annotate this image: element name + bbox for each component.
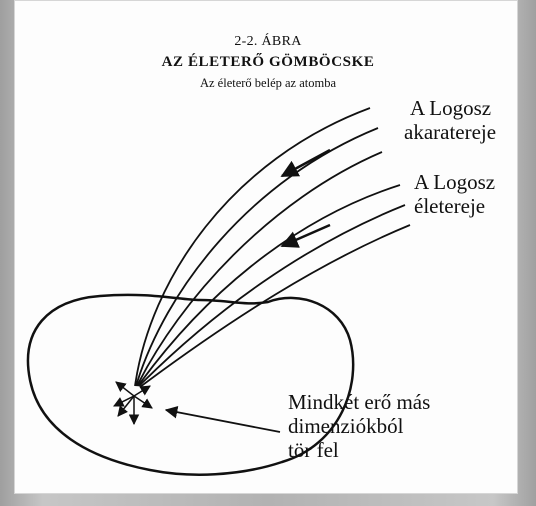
life-stream-label-line-1: A Logosz bbox=[414, 170, 496, 194]
center-pointer-arrow bbox=[164, 405, 281, 433]
center-note-line-2: dimenziókból bbox=[288, 414, 404, 438]
entry-burst bbox=[113, 381, 153, 426]
figure-number: 2-2. ÁBRA bbox=[234, 34, 302, 49]
page-paper bbox=[14, 0, 518, 494]
will-stream-line-1 bbox=[134, 107, 371, 387]
center-note-line-1: Mindkét erő más bbox=[288, 390, 431, 414]
atom-outline bbox=[26, 293, 355, 476]
will-arrow bbox=[280, 148, 331, 178]
figure-title: AZ ÉLETERŐ GÖMBÖCSKE bbox=[161, 54, 375, 70]
life-stream-line-2 bbox=[138, 204, 406, 387]
will-stream-label-line-1: A Logosz bbox=[410, 96, 492, 120]
center-note-line-3: tör fel bbox=[288, 438, 339, 462]
life-stream-label-line-2: életereje bbox=[414, 194, 486, 218]
life-stream-line-1 bbox=[137, 184, 401, 387]
life-stream-line-3 bbox=[139, 224, 411, 388]
figure-subtitle: Az életerő belép az atomba bbox=[199, 76, 337, 90]
life-arrow bbox=[280, 223, 331, 248]
will-stream-line-3 bbox=[136, 151, 383, 387]
will-stream-label-line-2: akaratereje bbox=[404, 120, 497, 144]
